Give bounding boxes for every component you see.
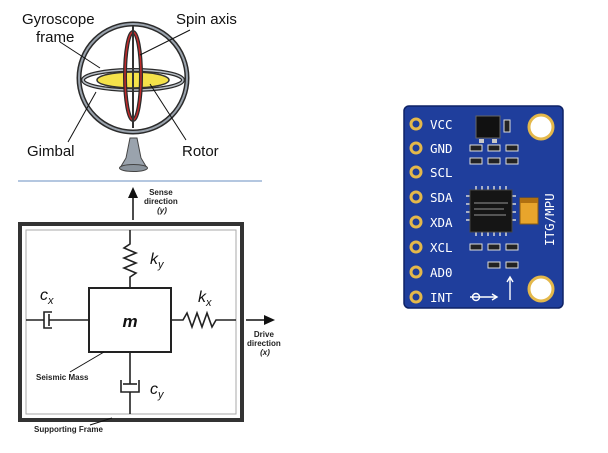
- drive-arrow-head: [264, 315, 275, 325]
- spring-kx-label: kx: [198, 289, 212, 309]
- mass-label: m: [122, 312, 137, 331]
- drive-direction-label: Drive direction (x): [247, 330, 283, 357]
- pin-label-gnd: GND: [430, 141, 453, 156]
- gyroscope-stand: [120, 138, 147, 168]
- gyroscope-illustration: Gyroscopeframe Spin axis Gimbal Rotor: [22, 11, 237, 172]
- seismic-mass-label: Seismic Mass: [36, 373, 89, 382]
- pin-label-scl: SCL: [430, 165, 453, 180]
- spring-ky: [124, 230, 136, 288]
- mpu-module: VCC GND SCL SDA XDA XCL AD0 INT: [404, 106, 563, 308]
- module-side-label: ITG/MPU: [542, 193, 557, 246]
- pin-label-sda: SDA: [430, 190, 453, 205]
- pin-label-xda: XDA: [430, 215, 453, 230]
- sense-arrow-head: [128, 187, 138, 198]
- spring-ky-label: ky: [150, 251, 165, 271]
- mounting-hole-bottom: [529, 277, 553, 301]
- pin-label-ad0: AD0: [430, 265, 453, 280]
- label-rotor: Rotor: [182, 143, 219, 160]
- mounting-hole-top: [529, 115, 553, 139]
- pin-label-vcc: VCC: [430, 117, 453, 132]
- damper-cy-label: cy: [150, 381, 165, 401]
- damper-cy: [121, 352, 139, 414]
- label-spin-axis: Spin axis: [176, 11, 237, 28]
- label-gyroscope-frame: Gyroscopeframe: [22, 11, 95, 46]
- label-gimbal: Gimbal: [27, 143, 75, 160]
- damper-cx: [26, 312, 89, 328]
- damper-cx-label: cx: [40, 287, 54, 307]
- sense-direction-label: Sense direction (y): [144, 188, 180, 215]
- supporting-frame-label: Supporting Frame: [34, 425, 103, 434]
- pin-label-xcl: XCL: [430, 240, 453, 255]
- sensor-chip: [466, 186, 516, 236]
- mems-model-diagram: Sense direction (y) m ky kx cx: [20, 187, 283, 434]
- voltage-regulator: [476, 116, 500, 138]
- spring-kx: [171, 313, 236, 327]
- gyroscope-base: [120, 165, 148, 172]
- pin-label-int: INT: [430, 290, 453, 305]
